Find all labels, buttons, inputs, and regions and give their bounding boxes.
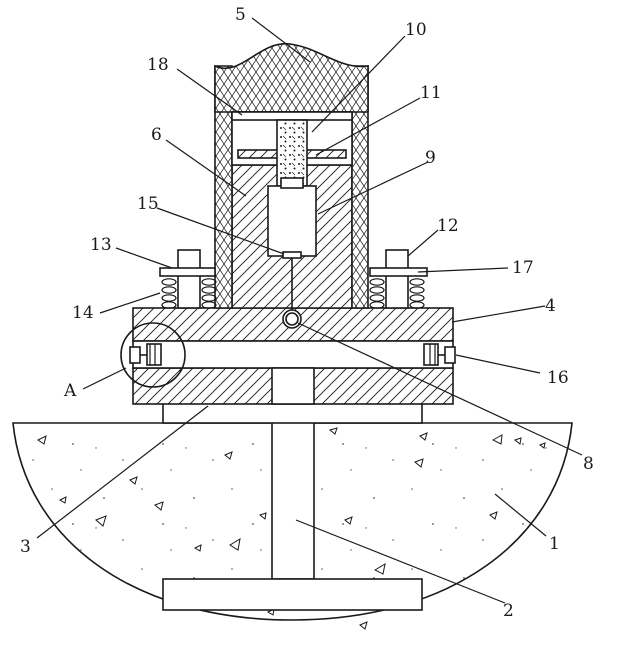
label-15: 15: [137, 194, 159, 214]
left-guide-rod: [177, 249, 201, 309]
label-6: 6: [151, 125, 162, 145]
cylinder-cap: [280, 177, 304, 189]
right-springs: [369, 278, 425, 309]
support-block: [162, 402, 423, 424]
post-through-housing: [271, 367, 315, 405]
horizontal-channel: [132, 340, 454, 369]
label-18: 18: [147, 55, 169, 75]
label-14: 14: [72, 303, 94, 323]
label-5: 5: [235, 5, 246, 25]
label-A: A: [63, 381, 77, 401]
left-flange-17: [159, 267, 216, 277]
dotted-insert: [276, 119, 308, 187]
label-3: 3: [20, 537, 31, 557]
outer-sleeve-left: [214, 65, 233, 309]
label-2: 2: [503, 601, 514, 621]
vertical-post: [271, 402, 315, 580]
label-9: 9: [425, 148, 436, 168]
left-latch: [129, 343, 162, 366]
top-plate: [231, 111, 353, 121]
label-12: 12: [437, 216, 459, 236]
detail-a-circle: [120, 322, 186, 388]
label-13: 13: [90, 235, 112, 255]
label-10: 10: [405, 20, 427, 40]
right-latch: [423, 343, 456, 366]
leader-lines: [36, 17, 583, 604]
cylinder-body: [267, 185, 317, 257]
left-springs: [161, 278, 217, 309]
label-1: 1: [549, 534, 560, 554]
piston-rod-head: [282, 251, 302, 259]
bottom-plate: [162, 578, 423, 611]
sleeve-top-wavy: [214, 43, 369, 113]
ground-aggregate-marks: [37, 427, 546, 630]
label-8: 8: [583, 454, 594, 474]
label-11: 11: [420, 83, 442, 103]
label-16: 16: [547, 368, 569, 388]
label-4: 4: [545, 296, 556, 316]
label-17: 17: [512, 258, 534, 278]
right-guide-rod: [385, 249, 409, 309]
pivot-ring-inner: [285, 312, 299, 326]
